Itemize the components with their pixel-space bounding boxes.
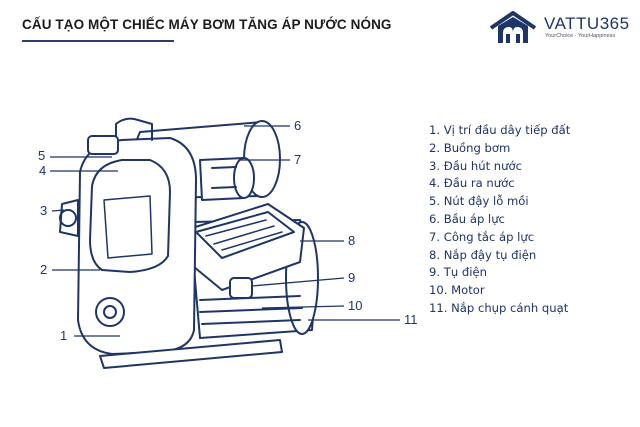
callout-label-6: 6 xyxy=(294,118,302,133)
capacitor xyxy=(229,277,253,299)
legend-item: 3. Đầu hút nước xyxy=(429,158,522,173)
inlet-port xyxy=(59,199,79,237)
priming-plug xyxy=(87,135,119,155)
callout-label-3: 3 xyxy=(40,203,48,218)
legend-item: 7. Công tắc áp lực xyxy=(429,229,535,244)
callout-label-11: 11 xyxy=(404,312,418,327)
front-bolt xyxy=(95,297,125,327)
legend-item: 1. Vị trí đầu dây tiếp đất xyxy=(429,123,571,137)
legend-item: 8. Nắp đậy tụ điện xyxy=(429,247,537,262)
base-plate xyxy=(99,339,283,369)
outlet-port xyxy=(115,117,153,141)
legend-item: 9. Tụ điện xyxy=(429,265,487,280)
legend-item: 4. Đầu ra nước xyxy=(429,176,515,191)
page-title: CẤU TẠO MỘT CHIẾC MÁY BƠM TĂNG ÁP NƯỚC N… xyxy=(22,17,392,32)
callout-label-10: 10 xyxy=(348,298,363,313)
callout-label-8: 8 xyxy=(348,233,356,248)
parts-legend: 1. Vị trí đầu dây tiếp đất 2. Buồng bơm … xyxy=(429,122,570,318)
legend-item: 6. Bầu áp lực xyxy=(429,211,505,226)
legend-item: 11. Nắp chụp cánh quạt xyxy=(429,300,569,315)
brand-logo[interactable]: VATTU365 YourChoice · YourHappiness xyxy=(489,11,629,45)
callout-label-1: 1 xyxy=(60,328,68,343)
callout-label-5: 5 xyxy=(38,148,46,163)
title-underline xyxy=(22,40,174,42)
brand-name: VATTU365 xyxy=(544,14,630,33)
brand-tagline: YourChoice · YourHappiness xyxy=(545,33,616,39)
house-logo-icon xyxy=(489,11,537,43)
callout-label-7: 7 xyxy=(294,152,302,167)
leader-lines xyxy=(50,125,400,337)
legend-item: 2. Buồng bơm xyxy=(429,140,511,155)
callout-label-4: 4 xyxy=(39,163,47,178)
callout-label-2: 2 xyxy=(40,262,48,277)
legend-item: 5. Nút đậy lỗ mồi xyxy=(429,194,529,209)
callout-label-9: 9 xyxy=(348,270,356,285)
legend-item: 10. Motor xyxy=(429,283,485,298)
